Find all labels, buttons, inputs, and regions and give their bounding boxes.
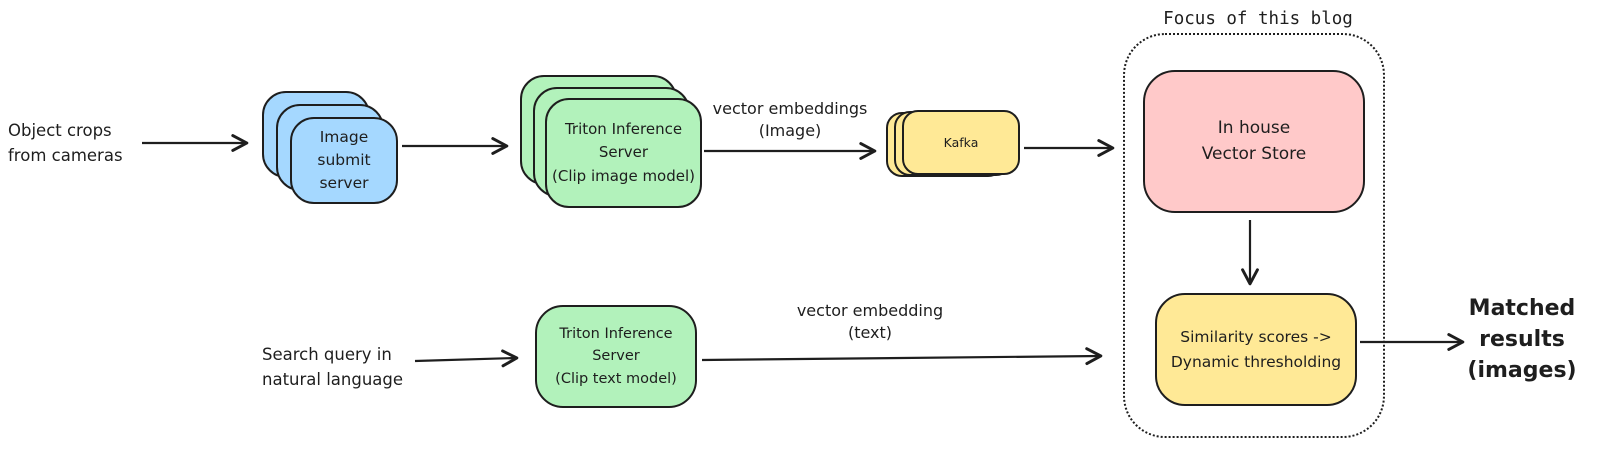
similarity-thresholding-node: Similarity scores -> Dynamic thresholdin… (1155, 293, 1357, 406)
triton-text-server-node: Triton Inference Server (Clip text model… (535, 305, 697, 408)
arrow-query-to-triton-text (414, 349, 519, 368)
matched-results-label: Matched results (images) (1467, 296, 1577, 383)
search-query-label: Search query in natural language (262, 345, 404, 389)
focus-dotted-frame (1123, 33, 1385, 438)
kafka-node: Kafka (902, 110, 1020, 175)
triton-image-server-stack: Triton Inference Server (Clip image mode… (520, 75, 704, 209)
object-crops-label: Object crops from cameras (8, 121, 123, 165)
vector-embeddings-image-label: vector embeddings (Image) (712, 99, 868, 141)
vector-embedding-text-label: vector embedding (text) (796, 301, 944, 343)
triton-image-server-node: Triton Inference Server (Clip image mode… (545, 98, 702, 208)
arrow-triton-text-to-similarity (701, 347, 1103, 366)
kafka-stack: Kafka (886, 110, 1022, 180)
vector-store-node: In house Vector Store (1143, 70, 1365, 213)
image-submit-server-node: Image submit server (290, 117, 398, 204)
image-submit-server-stack: Image submit server (262, 91, 402, 207)
focus-of-blog-label: Focus of this blog (1163, 9, 1353, 29)
